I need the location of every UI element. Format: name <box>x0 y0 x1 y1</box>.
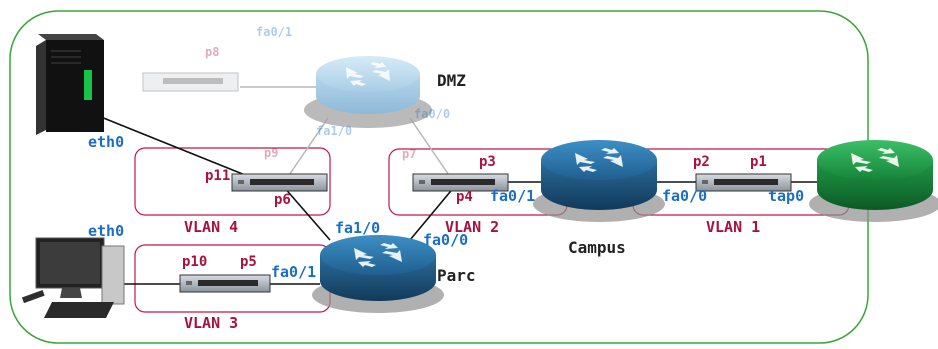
router-campus-label: Campus <box>568 238 626 257</box>
port-p4-label: p4 <box>456 189 473 205</box>
port-p11-label: p11 <box>205 168 230 184</box>
port-p9-label: p9 <box>264 146 278 160</box>
edge-tap0-label: tap0 <box>768 187 804 205</box>
switch-vlan2[interactable] <box>412 173 509 192</box>
switch-vlan3[interactable] <box>179 274 271 293</box>
port-p1-label: p1 <box>750 154 767 170</box>
vlan2-label: VLAN 2 <box>445 218 499 236</box>
link-server-switch-vlan4 <box>95 114 266 184</box>
parc-fa10-label: fa1/0 <box>335 219 380 237</box>
switch-dmz[interactable] <box>142 72 239 92</box>
link-switch-vlan2-parc <box>409 185 456 241</box>
server-iface-label: eth0 <box>88 133 124 151</box>
port-p2-label: p2 <box>693 154 710 170</box>
router-arrows-icon <box>575 148 623 172</box>
campus-fa01-label: fa0/1 <box>490 187 535 205</box>
links <box>95 86 818 285</box>
router-arrows-icon <box>851 148 899 172</box>
router-arrows-icon <box>346 62 390 86</box>
pc-iface-label: eth0 <box>88 222 124 240</box>
campus-fa00-label: fa0/0 <box>662 187 707 205</box>
port-p10-label: p10 <box>182 254 207 270</box>
router-edge[interactable] <box>809 140 938 222</box>
port-p5-label: p5 <box>240 254 257 270</box>
server-icon[interactable] <box>36 34 104 135</box>
router-parc[interactable] <box>312 235 444 313</box>
router-parc-label: Parc <box>437 266 476 285</box>
vlan3-label: VLAN 3 <box>184 314 238 332</box>
router-arrows-icon <box>354 243 402 267</box>
switch-vlan1[interactable] <box>695 173 792 192</box>
switch-vlan4[interactable] <box>231 173 328 192</box>
port-p3-label: p3 <box>479 154 496 170</box>
link-dmz-switch-vlan2 <box>409 117 456 185</box>
link-dmz-switch-vlan4 <box>282 117 329 185</box>
desktop-computer-icon[interactable] <box>21 237 125 318</box>
port-p7-label: p7 <box>402 147 416 161</box>
router-campus[interactable] <box>533 140 665 222</box>
router-dmz-label: DMZ <box>437 71 466 90</box>
parc-fa00-label: fa0/0 <box>423 231 468 249</box>
dmz-fa00-label: fa0/0 <box>414 107 450 121</box>
vlan1-label: VLAN 1 <box>706 218 760 236</box>
vlan4-box <box>134 147 331 216</box>
port-p8-label: p8 <box>205 45 219 59</box>
port-p6-label: p6 <box>274 192 291 208</box>
dmz-fa01-label: fa0/1 <box>256 25 292 39</box>
vlan4-label: VLAN 4 <box>184 218 238 236</box>
router-dmz[interactable] <box>304 56 432 128</box>
parc-fa01-label: fa0/1 <box>271 263 316 281</box>
dmz-fa10-label: fa1/0 <box>316 124 352 138</box>
link-switch-vlan4-parc <box>282 185 331 241</box>
